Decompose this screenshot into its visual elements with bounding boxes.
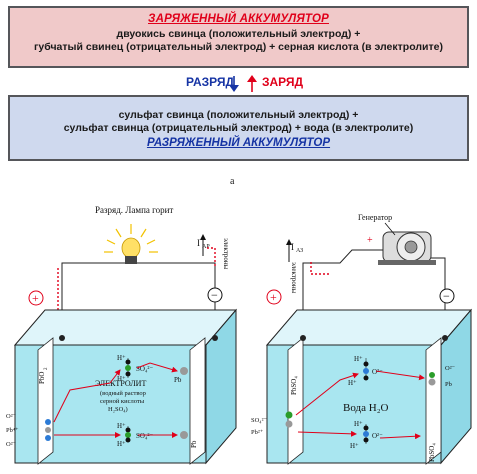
- svg-text:+: +: [270, 290, 277, 304]
- discharged-battery-box: сульфат свинца (положительный электрод) …: [8, 95, 469, 161]
- battery-cells-diagram: Разряд. Лампа горит I АР электроны + − P…: [6, 205, 473, 465]
- svg-text:H⁺: H⁺: [117, 422, 126, 430]
- charged-battery-title: ЗАРЯЖЕННЫЙ АККУМУЛЯТОР: [148, 13, 329, 25]
- svg-text:SO₄²⁻: SO₄²⁻: [136, 432, 153, 440]
- lamp-icon: [104, 224, 158, 264]
- electrolyte-title: ЭЛЕКТРОЛИТ: [95, 379, 146, 388]
- current-sub-left: АР: [202, 244, 210, 250]
- generator-caption: Генератор: [358, 213, 392, 222]
- svg-text:SO₄²⁻: SO₄²⁻: [136, 365, 153, 373]
- right-electrode-right: PbSO₄: [428, 443, 436, 462]
- left-cell-discharge: Разряд. Лампа горит I АР электроны + − P…: [6, 205, 238, 465]
- discharged-line-1: сульфат свинца (положительный электрод) …: [118, 109, 359, 121]
- discharge-arrow-icon: [229, 76, 239, 92]
- svg-text:2: 2: [44, 367, 49, 370]
- svg-text:H⁺: H⁺: [350, 442, 359, 450]
- svg-text:−: −: [443, 289, 450, 303]
- generator-plus: +: [367, 235, 373, 246]
- svg-text:H⁺: H⁺: [117, 440, 126, 448]
- electrons-label-right: электроны: [290, 262, 298, 294]
- left-minus-icon: −: [207, 287, 223, 303]
- right-plus-icon: +: [266, 289, 282, 305]
- svg-text:H₂SO₄): H₂SO₄): [108, 406, 128, 413]
- discharge-label: РАЗРЯД: [186, 75, 235, 89]
- molecule-lower-right: H⁺ H⁺ O²⁻: [350, 420, 383, 450]
- svg-text:O²⁻: O²⁻: [6, 413, 17, 420]
- generator-icon: [378, 231, 436, 265]
- discharged-line-2: сульфат свинца (отрицательный электрод) …: [63, 122, 414, 134]
- molecule-upper-right: H⁺ H⁺ O²⁻: [348, 355, 383, 387]
- discharged-battery-title: РАЗРЯЖЕННЫЙ АККУМУЛЯТОР: [146, 137, 331, 149]
- svg-text:(водный раствор: (водный раствор: [100, 390, 146, 397]
- molecule-lower-left: H⁺ H⁺ SO₄²⁻: [117, 422, 153, 448]
- right-cell-charge: Генератор + I АЗ электроны + − PbSO₄ PbS…: [251, 213, 473, 465]
- current-label-left: I: [197, 238, 200, 248]
- charged-battery-box: ЗАРЯЖЕННЫЙ АККУМУЛЯТОР двуокись свинца (…: [8, 6, 469, 68]
- svg-text:SO₄²⁻: SO₄²⁻: [251, 417, 268, 424]
- svg-text:O²⁻: O²⁻: [6, 441, 17, 448]
- right-minus-icon: −: [439, 288, 455, 304]
- reaction-direction: РАЗРЯД ЗАРЯД: [0, 74, 477, 92]
- charge-label: ЗАРЯД: [262, 75, 304, 89]
- svg-text:H⁺: H⁺: [348, 379, 357, 387]
- svg-text:H⁺: H⁺: [117, 354, 126, 362]
- electrons-label-left: электроны: [222, 238, 230, 270]
- svg-text:Pb: Pb: [445, 381, 452, 388]
- svg-text:−: −: [211, 288, 218, 302]
- svg-text:Pb²⁺: Pb²⁺: [251, 429, 264, 436]
- svg-text:O²⁻: O²⁻: [372, 432, 383, 440]
- figure-caption: а: [230, 176, 235, 187]
- water-label: Вода H₂O: [343, 402, 389, 414]
- svg-text:O²⁻: O²⁻: [445, 365, 456, 372]
- svg-text:+: +: [32, 291, 39, 305]
- svg-text:O²⁻: O²⁻: [372, 368, 383, 376]
- svg-text:H⁺: H⁺: [354, 355, 363, 363]
- right-electrode-left: PbSO₄: [290, 376, 298, 395]
- svg-text:H⁺: H⁺: [117, 375, 126, 383]
- svg-text:Pb: Pb: [174, 376, 182, 384]
- current-label-right: I: [291, 242, 294, 252]
- left-electrode-pbo2: PbO: [38, 372, 46, 384]
- svg-text:серной кислоты: серной кислоты: [100, 398, 145, 405]
- lamp-caption: Разряд. Лампа горит: [95, 205, 173, 215]
- svg-text:H⁺: H⁺: [354, 420, 363, 428]
- charge-arrow-icon: [247, 75, 257, 92]
- left-plus-icon: +: [28, 290, 44, 306]
- charged-line-1: двуокись свинца (положительный электрод)…: [116, 28, 361, 40]
- left-electrode-pb: Pb: [190, 440, 198, 448]
- current-sub-right: АЗ: [296, 248, 303, 254]
- charged-line-2: губчатый свинец (отрицательный электрод)…: [34, 41, 443, 53]
- molecule-upper-left: H⁺ H⁺ SO₄²⁻: [117, 354, 153, 383]
- svg-text:Pb⁴⁺: Pb⁴⁺: [6, 427, 19, 434]
- direction-arrows: [229, 75, 257, 92]
